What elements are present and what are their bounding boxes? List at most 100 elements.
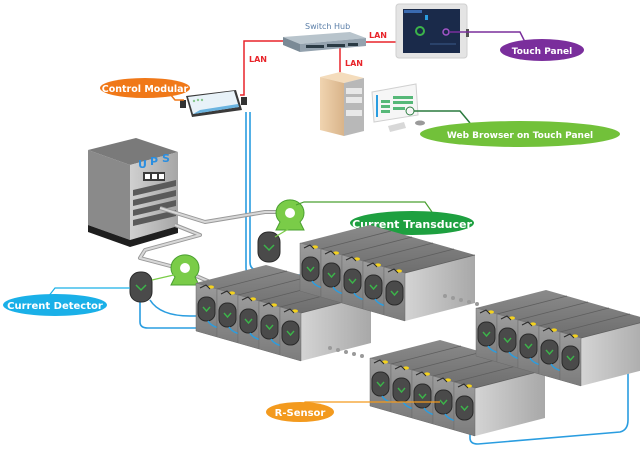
r-sensor[interactable] (392, 377, 411, 403)
current-detector-icon (257, 231, 281, 263)
r-sensor[interactable] (540, 339, 559, 365)
r-sensor[interactable] (239, 308, 258, 334)
r-sensor[interactable] (322, 262, 341, 288)
r-sensor-icon (498, 327, 517, 353)
server-tower[interactable] (320, 72, 364, 136)
current-detector-upper[interactable] (257, 227, 291, 263)
battery-string (475, 290, 640, 387)
battery-cell[interactable] (279, 294, 372, 362)
current-detector-lower[interactable] (47, 271, 179, 303)
r-sensor[interactable] (301, 256, 320, 282)
r-sensor-icon (197, 296, 216, 322)
touch-panel-icon (403, 9, 460, 53)
battery-cell[interactable] (237, 282, 330, 350)
battery-string (369, 340, 546, 437)
battery-cell[interactable] (195, 270, 288, 338)
battery-cell[interactable] (432, 363, 525, 431)
control-modular-label-pill: Control Modular (100, 78, 190, 98)
control-modular-device[interactable] (169, 90, 247, 117)
ups-letter-u: U (138, 158, 147, 171)
switch-hub[interactable]: Switch Hub (283, 22, 366, 52)
r-sensor[interactable] (434, 389, 453, 415)
web-browser-monitor[interactable] (371, 83, 471, 132)
lan-label-control: LAN (249, 55, 267, 64)
r-sensor-icon (260, 314, 279, 340)
battery-cell[interactable] (538, 313, 631, 381)
r-sensor[interactable] (218, 302, 237, 328)
r-sensor[interactable] (343, 268, 362, 294)
r-sensor-icon (371, 371, 390, 397)
r-sensor-icon (413, 383, 432, 409)
battery-cell[interactable] (320, 236, 413, 304)
battery-string-side (581, 322, 640, 386)
r-sensor-icon (385, 280, 404, 306)
r-sensor[interactable] (519, 333, 538, 359)
battery-string-top (196, 265, 371, 313)
battery-cell[interactable] (341, 242, 434, 310)
web-browser-label: Web Browser on Touch Panel (447, 131, 593, 141)
r-sensor-icon (218, 302, 237, 328)
server-tower-icon (320, 77, 344, 136)
r-sensor-icon (301, 256, 320, 282)
r-sensor[interactable] (498, 327, 517, 353)
current-transducer-lower[interactable] (170, 254, 200, 286)
r-sensor-icon (281, 320, 300, 346)
r-sensor-label: R-Sensor (275, 408, 326, 419)
r-sensor-icon (540, 339, 559, 365)
battery-cell[interactable] (216, 276, 309, 344)
current-transducer-label: Current Transducer (352, 218, 472, 231)
ups-letter-s: S (162, 152, 170, 165)
r-sensor[interactable] (371, 371, 390, 397)
control-modular-label: Control Modular (102, 84, 189, 95)
dots-string-1-to-3 (328, 346, 364, 358)
battery-cell[interactable] (390, 351, 483, 419)
ups-cabinet[interactable]: U P S (88, 138, 178, 247)
lan-connections: LAN LAN LAN (240, 31, 396, 96)
r-sensor-icon (322, 262, 341, 288)
battery-cell[interactable] (559, 320, 640, 387)
battery-cell[interactable] (383, 254, 476, 322)
touch-panel-label-pill: Touch Panel (500, 39, 584, 61)
r-sensor[interactable] (455, 395, 474, 421)
battery-cell[interactable] (453, 369, 546, 437)
touch-panel-device[interactable] (395, 3, 526, 59)
r-sensor-icon (477, 321, 496, 347)
battery-string-side (405, 255, 475, 321)
current-detector-label-pill: Current Detector (3, 294, 107, 316)
battery-string-top (370, 340, 545, 388)
r-sensor[interactable] (561, 345, 580, 371)
r-sensor[interactable] (281, 320, 300, 346)
r-sensor[interactable] (260, 314, 279, 340)
battery-string-top (476, 290, 640, 338)
r-sensor[interactable] (413, 383, 432, 409)
battery-string-side (475, 370, 545, 436)
lan-label-server: LAN (345, 59, 363, 68)
r-sensor[interactable] (385, 280, 404, 306)
r-sensor[interactable] (197, 296, 216, 322)
current-detector-label: Current Detector (7, 301, 103, 312)
r-sensor-icon (392, 377, 411, 403)
battery-string-side (301, 295, 371, 361)
battery-cell[interactable] (496, 301, 589, 369)
r-sensor-icon (519, 333, 538, 359)
switch-hub-label: Switch Hub (305, 22, 350, 31)
r-sensor-icon (455, 395, 474, 421)
battery-cell[interactable] (369, 345, 462, 413)
r-sensor-icon (239, 308, 258, 334)
battery-string-top (300, 225, 475, 273)
r-sensor[interactable] (477, 321, 496, 347)
r-sensor[interactable] (364, 274, 383, 300)
ups-letter-p: P (150, 155, 158, 168)
battery-string (299, 225, 476, 322)
battery-cell[interactable] (475, 295, 568, 363)
battery-cell[interactable] (362, 248, 455, 316)
current-transducer-upper[interactable] (275, 199, 433, 231)
r-sensor-label-pill: R-Sensor (266, 401, 440, 422)
battery-string (195, 265, 372, 362)
battery-cell[interactable] (258, 288, 351, 356)
battery-cell[interactable] (299, 230, 392, 298)
battery-strings (195, 225, 640, 437)
lan-label-touchpanel: LAN (369, 31, 387, 40)
dots-string-2-to-4 (443, 294, 479, 306)
